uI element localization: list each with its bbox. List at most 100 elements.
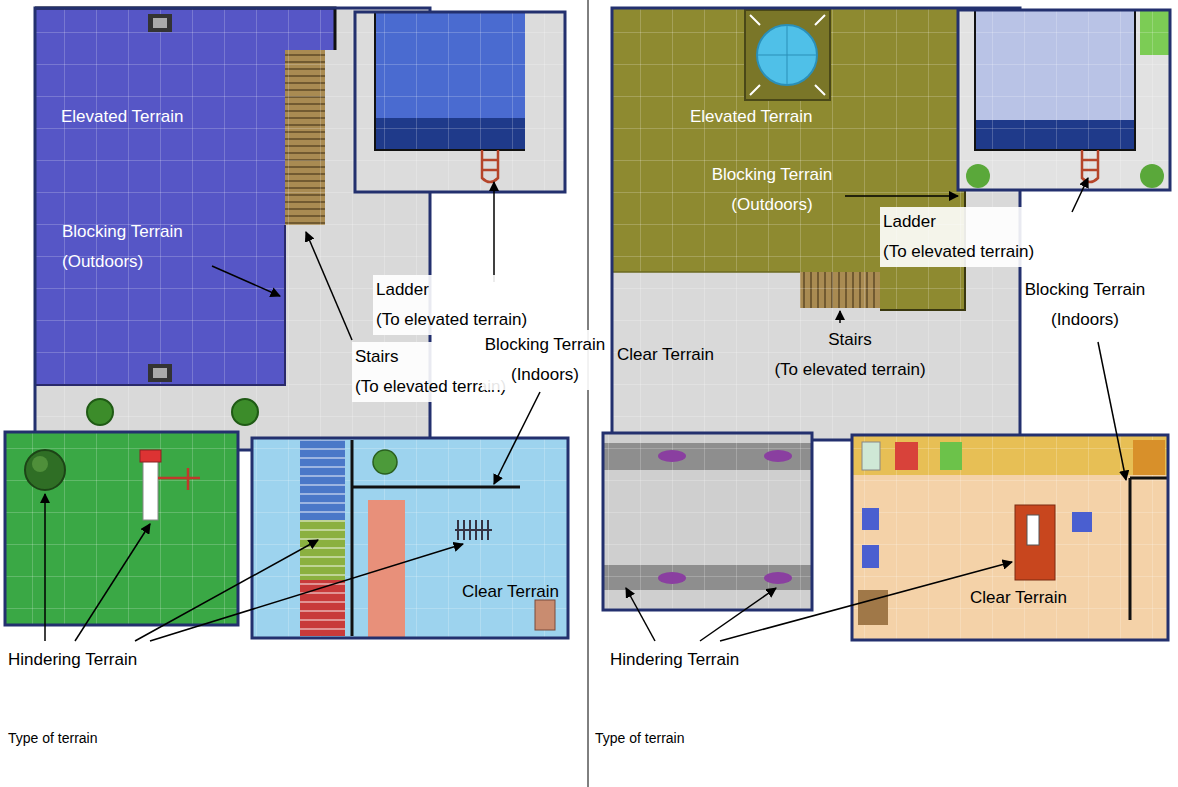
leader-lines-part	[493, 182, 495, 282]
ladder-tile-part	[375, 12, 525, 150]
road-tile-part	[764, 572, 792, 584]
park-tile-part	[5, 432, 238, 625]
ladder-tile-part	[958, 10, 1170, 190]
ladder-tile-part	[355, 12, 565, 192]
terrain-label: Type of terrain	[595, 730, 685, 746]
label-line: Stairs	[828, 330, 871, 349]
park-tile-part	[140, 450, 161, 462]
ladder-tile-part	[1140, 164, 1164, 188]
leader-lines-part	[306, 232, 352, 340]
leader-lines-part	[700, 588, 776, 641]
room-tile-part	[852, 435, 1168, 640]
park-tile-part	[5, 432, 238, 625]
road-tile-part	[658, 572, 686, 584]
park-tile-part	[32, 456, 48, 472]
terrain-label: Ladder (To elevated terrain)	[880, 207, 1037, 267]
terrain-label: Elevated Terrain	[61, 102, 184, 132]
label-line: (Indoors)	[1025, 305, 1146, 335]
divider-line	[588, 0, 589, 787]
room-tile-part	[940, 442, 962, 470]
ladder-tile-part	[355, 12, 565, 192]
ladder-tile	[958, 10, 1170, 190]
terrain-label: Blocking Terrain (Indoors)	[1022, 275, 1149, 335]
elevated-building-tile-part	[232, 399, 258, 425]
elevated-building-tile-part	[148, 364, 172, 382]
leader-lines-part	[494, 392, 540, 484]
road-tile-part	[603, 433, 812, 610]
elevated-building-tile-part	[153, 368, 167, 378]
library-tile-part	[535, 600, 555, 630]
elevated-building-tile-part	[35, 8, 335, 50]
library-tile-part	[252, 438, 568, 638]
room-tile-part	[862, 442, 880, 470]
road-tile-part	[658, 450, 686, 462]
leader-lines-part	[626, 588, 655, 641]
library-tile-part	[300, 440, 345, 636]
label-line: Blocking Terrain	[712, 165, 833, 184]
label-line: Stairs	[355, 347, 398, 366]
library-tile-part	[252, 438, 568, 638]
ladder-tile-part	[1082, 150, 1098, 182]
terrain-label: Hindering Terrain	[610, 645, 739, 675]
leader-lines-part	[720, 562, 1012, 641]
room-tile-part	[858, 590, 888, 625]
room-tile	[852, 435, 1168, 640]
library-tile-part	[368, 500, 405, 638]
terrain-label: Type of terrain	[8, 730, 98, 746]
road-tile-part	[764, 450, 792, 462]
room-tile-part	[1072, 512, 1092, 532]
ladder-tile-part	[966, 164, 990, 188]
ladder-tile-part	[482, 150, 498, 182]
label-line: (Outdoors)	[62, 247, 183, 277]
library-tile-part	[373, 450, 397, 474]
park-tile-part	[25, 450, 65, 490]
room-tile-part	[1130, 478, 1168, 620]
park-tile-part	[5, 432, 238, 625]
terrain-label: Clear Terrain	[617, 340, 714, 370]
room-tile-part	[895, 442, 918, 470]
elevated-building-tile-part	[148, 14, 172, 32]
leader-lines-part	[839, 311, 841, 323]
leader-lines-part	[75, 524, 150, 641]
room-tile-part	[1133, 440, 1165, 475]
park-tile-part	[143, 460, 158, 520]
road-tile	[603, 433, 812, 610]
ladder-tile	[355, 12, 565, 192]
elevated-plaza-tile-part	[757, 25, 817, 85]
terrain-label: Elevated Terrain	[690, 102, 813, 132]
label-line: Ladder	[376, 280, 429, 299]
leader-lines-part	[44, 494, 46, 641]
label-line: Blocking Terrain	[62, 222, 183, 241]
label-line: Blocking Terrain	[485, 335, 606, 354]
room-tile-part	[862, 545, 879, 568]
leader-lines-part	[135, 540, 318, 641]
elevated-building-tile-part	[35, 225, 285, 385]
label-line: (To elevated terrain)	[883, 237, 1034, 267]
terrain-label: Blocking Terrain (Outdoors)	[712, 160, 833, 220]
terrain-label: Ladder (To elevated terrain)	[373, 275, 530, 335]
road-tile-part	[603, 433, 812, 610]
room-tile-part	[862, 508, 879, 530]
label-line: Ladder	[883, 212, 936, 231]
elevated-plaza-tile-part	[757, 25, 817, 85]
elevated-building-tile-part	[87, 399, 113, 425]
park-tile-part	[158, 468, 200, 490]
leader-lines-part	[1072, 178, 1088, 212]
room-tile-part	[1027, 515, 1039, 545]
ladder-tile-part	[975, 10, 1135, 150]
terrain-label: Hindering Terrain	[8, 645, 137, 675]
leader-lines-part	[1098, 342, 1126, 480]
ladder-tile-part	[958, 10, 1170, 190]
library-tile-part	[352, 486, 520, 489]
elevated-plaza-tile-part	[750, 15, 825, 95]
terrain-label: Blocking Terrain (Outdoors)	[62, 217, 183, 277]
room-tile-part	[852, 435, 1168, 640]
terrain-label: Clear Terrain	[462, 577, 559, 607]
ladder-tile-part	[958, 10, 1170, 190]
label-line: (Outdoors)	[712, 190, 833, 220]
leader-lines-part	[150, 544, 463, 641]
room-tile-part	[1015, 505, 1055, 580]
terrain-label: Blocking Terrain (Indoors)	[482, 330, 609, 390]
leader-lines-part	[212, 266, 280, 296]
